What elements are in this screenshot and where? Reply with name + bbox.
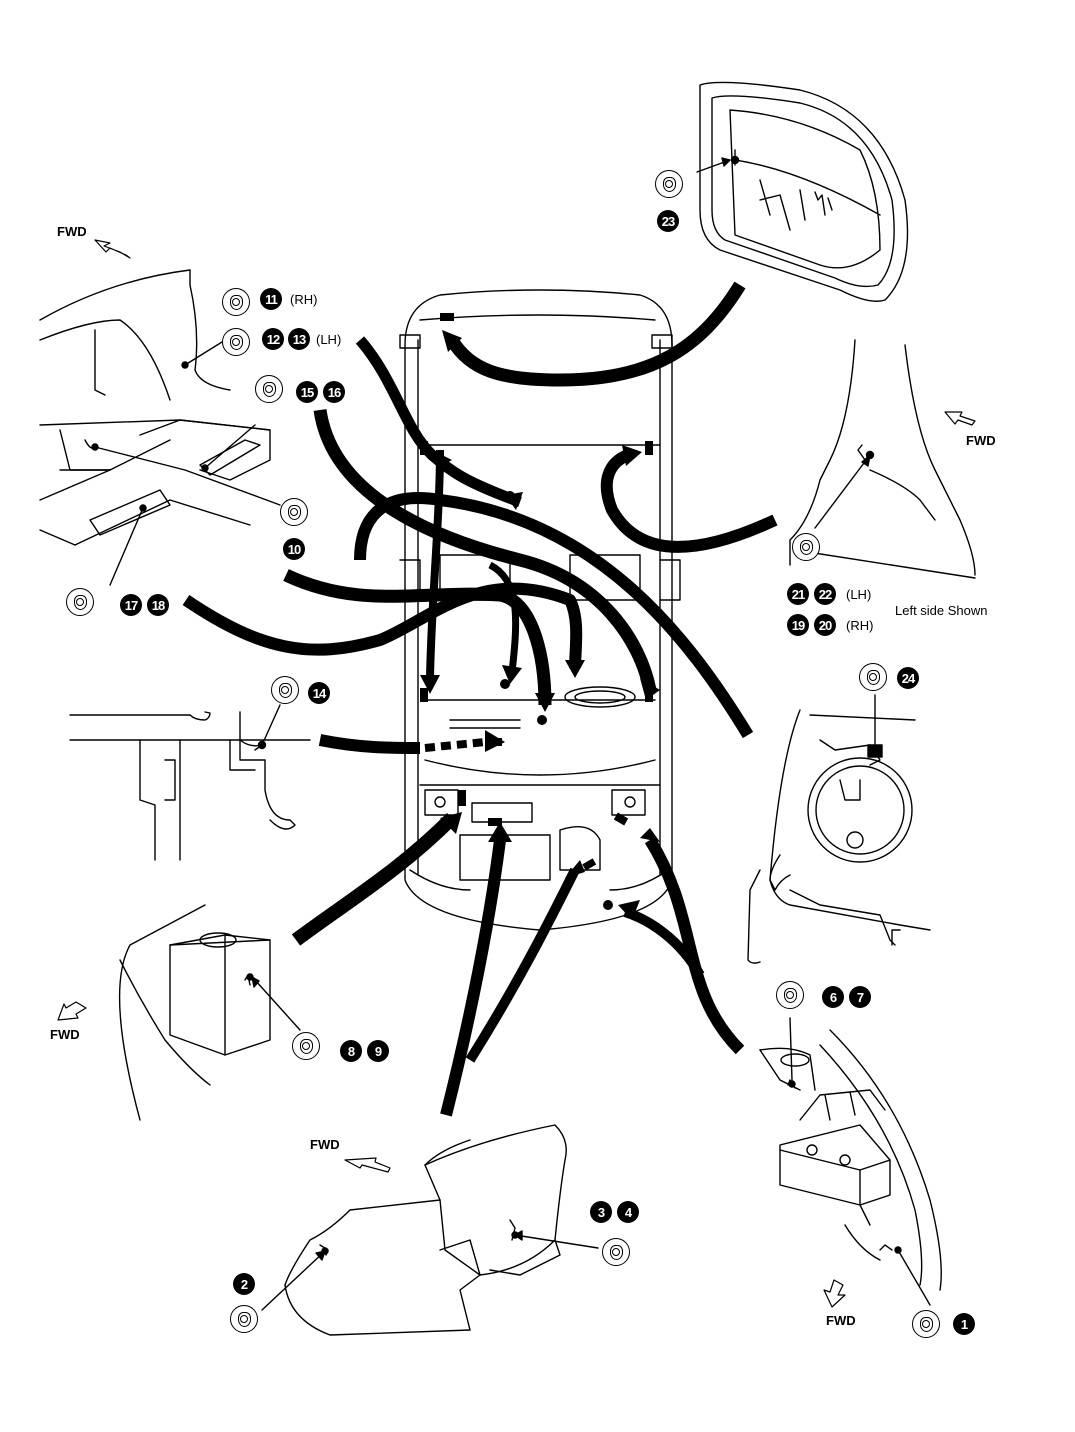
callout-16: 16: [323, 381, 345, 403]
callout-21: 21: [787, 583, 809, 605]
callout-20: 20: [814, 614, 836, 636]
clip-icon-2: [230, 1305, 258, 1333]
callout-15: 15: [296, 381, 318, 403]
harness-routing-bands: [182, 281, 778, 1117]
callout-18: 18: [147, 594, 169, 616]
callout-9: 9: [367, 1040, 389, 1062]
callout-14: 14: [308, 682, 330, 704]
clip-icon-10: [280, 498, 308, 526]
callout-3: 3: [590, 1201, 612, 1223]
clip-icon-17-18: [66, 588, 94, 616]
callout-19: 19: [787, 614, 809, 636]
side-member-detail: [69, 704, 311, 861]
fwd-label-right-mid: FWD: [966, 433, 996, 448]
clip-icon-8-9: [292, 1032, 320, 1060]
fwd-label-bottom-center: FWD: [310, 1137, 340, 1152]
band-arrowheads: [420, 330, 660, 920]
clip-icon-15-16: [255, 375, 283, 403]
clip-icon-1: [912, 1310, 940, 1338]
callout-23: 23: [657, 210, 679, 232]
lh-label-12-13: (LH): [316, 332, 342, 347]
back-door-detail: [696, 81, 909, 302]
callout-22: 22: [814, 583, 836, 605]
callout-13: 13: [288, 328, 310, 350]
engine-compartment-detail: [261, 1124, 599, 1336]
callout-11: 11: [260, 288, 282, 310]
fwd-label-top-left: FWD: [57, 224, 87, 239]
callout-4: 4: [617, 1201, 639, 1223]
fwd-label-bottom-right: FWD: [826, 1313, 856, 1328]
clip-icon-23: [655, 170, 683, 198]
callout-17: 17: [120, 594, 142, 616]
quarter-trim-detail: [789, 339, 976, 579]
callout-8: 8: [340, 1040, 362, 1062]
left-side-shown-note: Left side Shown: [895, 603, 988, 618]
fwd-label-left-bottom: FWD: [50, 1027, 80, 1042]
clip-icon-3-4: [602, 1238, 630, 1266]
clip-icon-11: [222, 288, 250, 316]
fwd-arrow-icon: [57, 239, 976, 1308]
callout-24: 24: [897, 667, 919, 689]
clip-icon-14: [271, 676, 299, 704]
rh-label-11: (RH): [290, 292, 318, 307]
callout-6: 6: [822, 986, 844, 1008]
lh-label-21-22: (LH): [846, 587, 872, 602]
callout-12: 12: [262, 328, 284, 350]
callout-10: 10: [283, 538, 305, 560]
clip-icon-6-7: [776, 981, 804, 1009]
callout-7: 7: [849, 986, 871, 1008]
rh-label-19-20: (RH): [846, 618, 874, 633]
clip-icon-12-13: [222, 328, 250, 356]
callout-1: 1: [953, 1313, 975, 1335]
callout-2: 2: [233, 1273, 255, 1295]
front-strut-detail: [118, 904, 301, 1121]
rear-floor-detail: [39, 269, 281, 586]
battery-tray-detail: [759, 1017, 942, 1306]
clip-icon-21-22: [792, 533, 820, 561]
clip-icon-24: [859, 663, 887, 691]
spare-tire-detail: [747, 694, 931, 964]
